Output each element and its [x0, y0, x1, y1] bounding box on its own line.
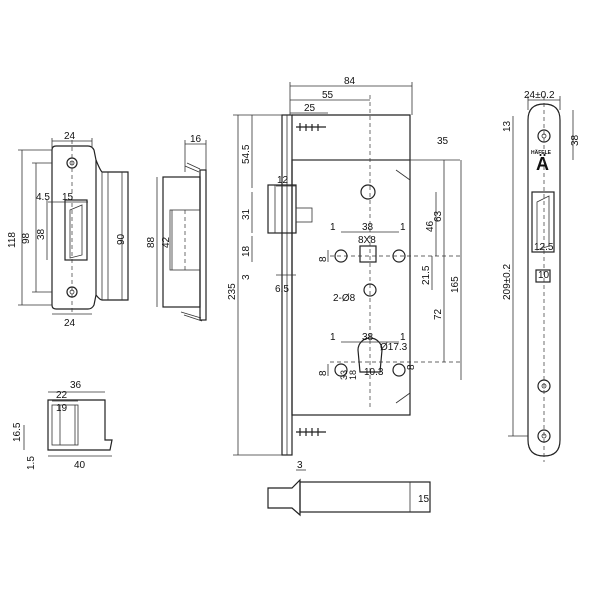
dim-72: 72 [433, 308, 444, 320]
dim-follower-8: 8 [318, 256, 329, 262]
dim-cylinder-1a: 1 [330, 332, 336, 343]
dim-striker-opening-width: 15 [62, 192, 74, 203]
dim-side-height: 88 [146, 236, 157, 248]
striker-plate-front-view: 24 118 98 38 4.5 15 90 24 [7, 131, 129, 329]
dim-backset: 55 [322, 90, 334, 101]
dim-striker-offset: 4.5 [36, 192, 50, 203]
dim-latch-12: 12 [277, 175, 289, 186]
dim-box-a: 22 [56, 390, 68, 401]
dim-lock-width: 84 [344, 76, 356, 87]
bolt-bar-view: 3 15 [267, 460, 431, 517]
dim-faceplate-6-5: 6.5 [275, 284, 289, 295]
dim-striker-bottom-width: 24 [64, 318, 76, 329]
dim-46: 46 [425, 220, 436, 232]
dim-cylinder-hole-dist: 38 [362, 332, 374, 343]
dim-striker-width: 24 [64, 131, 76, 142]
mortise-lock-body: 84 55 25 35 54.5 12 31 18 3 6.5 235 38 1… [227, 76, 462, 456]
dim-cylinder-8a: 8 [318, 370, 329, 376]
dim-follower-1b: 1 [400, 222, 406, 233]
dim-square-spindle: 8X8 [358, 235, 376, 246]
dim-cylinder-10-3: 10.3 [364, 367, 384, 378]
dim-holes-2x8: 2-Ø8 [333, 293, 356, 304]
logo-text: HÄFELE [531, 149, 552, 156]
dim-box-width: 36 [70, 380, 82, 391]
dim-cylinder-diameter: Ø17.3 [380, 342, 408, 353]
dim-side-thickness: 16 [190, 134, 202, 145]
dim-faceplate-38: 38 [570, 134, 581, 146]
dim-faceplate-window: 12.5 [534, 242, 554, 253]
dim-box-height: 16.5 [12, 422, 23, 442]
dim-box-thickness: 1.5 [26, 456, 37, 470]
dim-latch-3: 3 [241, 274, 252, 280]
dim-follower-hole-dist: 38 [362, 222, 374, 233]
dim-63: 63 [433, 210, 444, 222]
dim-striker-depth: 90 [116, 233, 127, 245]
dim-cylinder-33: 33 [339, 370, 349, 380]
dim-box-length: 40 [74, 460, 86, 471]
faceplate-front-view: Ä HÄFELE 24±0.2 13 38 12.5 10 209±0.2 [502, 90, 581, 462]
dim-cylinder-8b: 8 [406, 364, 417, 370]
dim-21-5: 21.5 [421, 265, 432, 285]
dim-striker-height: 118 [7, 232, 18, 248]
dim-bolt-thickness: 3 [297, 460, 303, 471]
dim-faceplate-hole-distance: 209±0.2 [502, 263, 513, 300]
dim-cylinder-1b: 1 [400, 332, 406, 343]
dim-follower-1a: 1 [330, 222, 336, 233]
dim-box-b: 19 [56, 403, 68, 414]
dim-striker-hole-distance: 98 [21, 232, 32, 244]
keeper-box-view: 36 22 19 16.5 1.5 40 [12, 380, 113, 471]
dim-striker-opening-height: 38 [36, 228, 47, 240]
dim-faceplate-slot: 10 [538, 270, 550, 281]
dim-side-inner: 42 [161, 236, 172, 248]
dim-latch-top: 54.5 [241, 144, 252, 164]
dim-faceplate-top-hole: 13 [502, 120, 513, 132]
dim-165: 165 [450, 276, 461, 293]
dim-latch-18: 18 [241, 245, 252, 257]
dim-bolt-width: 15 [418, 494, 430, 505]
dim-faceplate-width: 24±0.2 [524, 90, 555, 101]
dim-screw-offset: 25 [304, 103, 316, 114]
striker-plate-side-view: 16 88 42 [146, 134, 207, 322]
dim-cylinder-18: 18 [348, 370, 358, 380]
dim-side-35: 35 [437, 136, 449, 147]
dim-latch-height: 31 [241, 208, 252, 220]
dim-faceplate-length: 235 [227, 283, 238, 300]
logo-mark: Ä [536, 154, 549, 174]
